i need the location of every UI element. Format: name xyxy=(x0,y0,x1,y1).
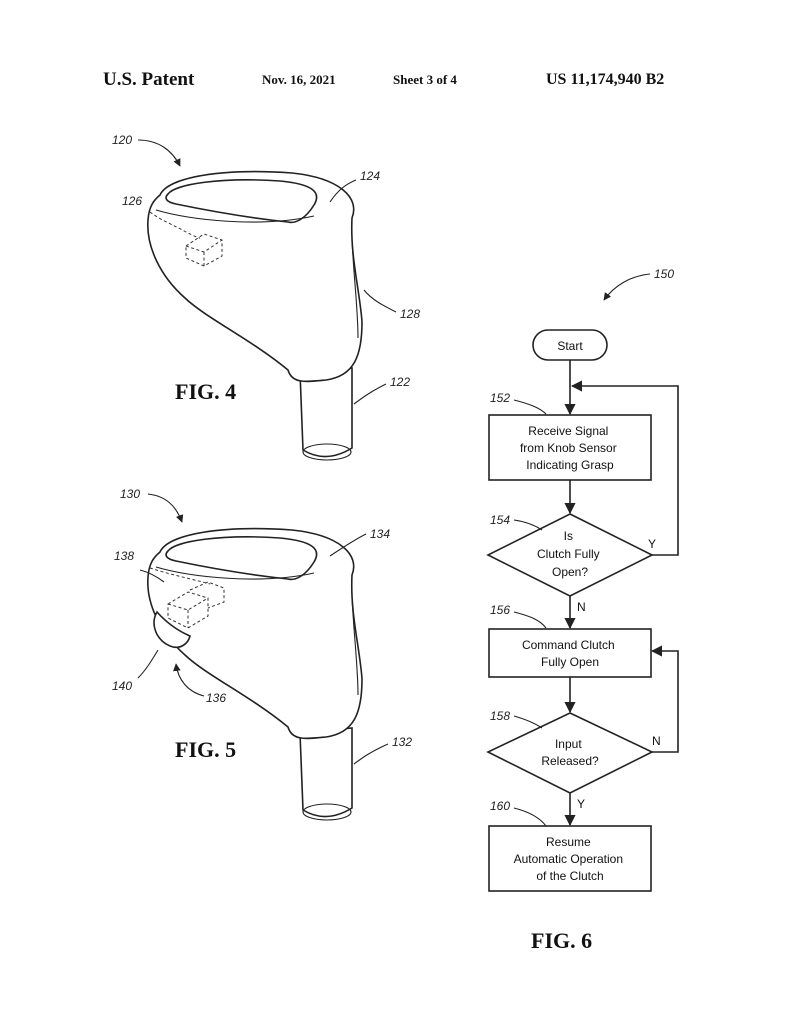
fig4-shaft xyxy=(299,367,353,458)
flow-leader-158 xyxy=(513,715,543,729)
flow-decision-154 xyxy=(486,513,654,597)
flow-ref-154: 154 xyxy=(490,513,510,527)
fig5-ref-140: 140 xyxy=(112,679,132,693)
figure-4-drawing: 120 124 126 128 122 FIG. 4 xyxy=(112,133,420,461)
flow-154-yes-label: Y xyxy=(648,537,656,551)
page-header: U.S. Patent Nov. 16, 2021 Sheet 3 of 4 U… xyxy=(103,69,664,90)
flow-158-yes-label: Y xyxy=(577,797,585,811)
fig4-cap-edge xyxy=(155,209,315,223)
fig4-ref-128: 128 xyxy=(400,307,420,321)
flow-step-152 xyxy=(488,414,652,481)
flow-loop-158-no xyxy=(650,645,679,753)
flow-ref-158: 158 xyxy=(490,709,510,723)
fig4-ref-arrow-120 xyxy=(137,139,181,167)
fig5-ref-arrow-136 xyxy=(173,663,205,697)
fig4-ref-126: 126 xyxy=(122,194,142,208)
fig5-ref-130: 130 xyxy=(120,487,140,501)
fig5-ref-134: 134 xyxy=(370,527,390,541)
fig5-ref-arrow-130 xyxy=(147,493,184,523)
fig4-label: FIG. 4 xyxy=(175,379,236,404)
fig4-shaft-end xyxy=(302,443,352,461)
fig5-knob-top xyxy=(165,536,318,581)
fig4-knob-body xyxy=(147,170,363,383)
flow-decision-158-text: Input Released? xyxy=(541,737,599,768)
fig5-leader-134 xyxy=(329,533,367,557)
fig6-ref-150: 150 xyxy=(654,267,674,281)
fig5-ref-132: 132 xyxy=(392,735,412,749)
fig5-body-contour xyxy=(351,596,359,696)
flow-158-no-label: N xyxy=(652,734,661,748)
fig4-ref-120: 120 xyxy=(112,133,132,147)
flow-step-156-text: Command Clutch Fully Open xyxy=(522,638,618,669)
flow-start-label: Start xyxy=(557,339,583,353)
fig4-leader-122 xyxy=(353,383,387,405)
header-number: US 11,174,940 B2 xyxy=(546,71,664,88)
flow-decision-154-text: Is Clutch Fully Open? xyxy=(537,529,603,579)
flow-leader-156 xyxy=(513,611,547,629)
fig6-ref-arrow-150 xyxy=(603,273,651,301)
flow-step-160-text: Resume Automatic Operation of the Clutch xyxy=(514,835,627,883)
fig4-ref-124: 124 xyxy=(360,169,380,183)
figure-5-drawing: 130 134 138 140 136 132 FIG. 5 xyxy=(112,487,412,821)
fig5-sensor-138 xyxy=(149,567,225,629)
fig5-button-140 xyxy=(153,610,191,649)
flow-step-160 xyxy=(488,825,652,892)
figure-6-flowchart: 150 Start Receive Signal from Knob Senso… xyxy=(486,267,679,953)
fig4-body-contour xyxy=(351,239,359,339)
fig5-ref-138: 138 xyxy=(114,549,134,563)
flow-step-156 xyxy=(488,628,652,678)
flow-leader-160 xyxy=(513,807,547,827)
fig5-shaft xyxy=(299,727,353,818)
fig6-label: FIG. 6 xyxy=(531,928,592,953)
fig4-ref-122: 122 xyxy=(390,375,410,389)
flow-step-152-text: Receive Signal from Knob Sensor Indicati… xyxy=(520,424,620,472)
flow-ref-152: 152 xyxy=(490,391,510,405)
flow-loop-154-yes xyxy=(570,380,679,556)
fig4-sensor-126 xyxy=(149,211,223,267)
fig4-knob-top xyxy=(165,179,318,224)
fig5-ref-136: 136 xyxy=(206,691,226,705)
header-sheet: Sheet 3 of 4 xyxy=(393,72,457,87)
header-date: Nov. 16, 2021 xyxy=(262,72,336,87)
fig5-leader-140 xyxy=(137,649,159,679)
flow-decision-158 xyxy=(486,712,654,794)
fig4-leader-128 xyxy=(363,289,397,313)
header-left: U.S. Patent xyxy=(103,69,195,90)
fig5-shaft-end xyxy=(302,803,352,821)
flow-ref-160: 160 xyxy=(490,799,510,813)
fig5-leader-132 xyxy=(353,743,389,765)
fig4-leader-124 xyxy=(329,179,357,203)
flow-154-no-label: N xyxy=(577,600,586,614)
fig5-cap-edge xyxy=(155,566,315,580)
flow-ref-156: 156 xyxy=(490,603,510,617)
flow-leader-154 xyxy=(513,519,543,531)
fig5-leader-138 xyxy=(139,569,165,583)
fig5-label: FIG. 5 xyxy=(175,737,236,762)
flow-leader-152 xyxy=(513,399,547,415)
